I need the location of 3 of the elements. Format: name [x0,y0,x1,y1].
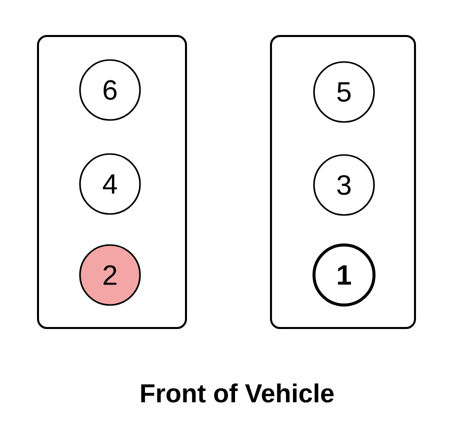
cylinder-bank-box [37,35,187,329]
caption-text: Front of Vehicle [141,383,334,403]
cylinder-bank-box [270,35,416,329]
